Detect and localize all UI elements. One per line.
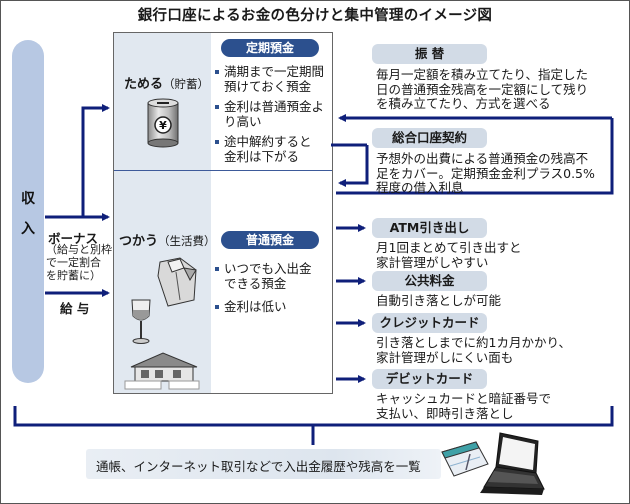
desc-line: 引き落としまでに約1カ月かかり、 — [376, 335, 571, 350]
service-credit-card-desc: 引き落としまでに約1カ月かかり、 家計管理がしにくい面も — [376, 335, 571, 365]
laptop-icon — [480, 432, 545, 495]
spending-label-text: つかう — [119, 234, 159, 249]
desc-line: 足をカバー。定期預金金利プラス0.5% — [376, 165, 595, 181]
section-divider — [114, 170, 332, 171]
bonus-note-line: で一定割合 — [46, 256, 101, 269]
service-debit-card-desc: キャッシュカードと暗証番号で 支払い、即時引き落とし — [376, 391, 552, 421]
shirt-icon — [157, 257, 197, 307]
point-line: 預けておく預金 — [224, 79, 312, 94]
bonus-label: ボーナス — [48, 231, 99, 246]
desc-line: 予想外の出費による普通預金の残高不 — [376, 151, 589, 166]
transfer-return-line — [336, 118, 614, 195]
fixed-deposit-badge: 定期預金 — [221, 39, 319, 57]
overdraft-arrow — [338, 145, 369, 187]
purpose-column — [114, 33, 211, 393]
point-line: 途中解約すると — [224, 134, 312, 149]
income-label-char-2: 入 — [21, 221, 35, 237]
desc-line: 支払い、即時引き落とし — [376, 405, 514, 421]
desc-line: 家計管理がしにくい面も — [376, 349, 514, 365]
desc-line: 月1回まとめて引き出すと — [376, 240, 522, 255]
service-overdraft-label: 総合口座契約 — [372, 128, 487, 148]
service-transfer-label: 振 替 — [372, 44, 487, 64]
service-debit-card-label: デビットカード — [372, 369, 487, 389]
ordinary-deposit-points: いつでも入出金 できる預金 金利は低い — [214, 261, 312, 319]
ordinary-deposit-point: いつでも入出金 できる預金 — [214, 261, 312, 291]
house-icon — [124, 352, 200, 390]
point-line: 金利は下がる — [224, 149, 300, 164]
accounts-box: ためる（貯蓄） ¥ 定期預金 満期まで一定期間 預けておく預金 金利は普通預金よ… — [113, 32, 333, 394]
ordinary-deposit-point: 金利は低い — [214, 299, 312, 314]
fixed-deposit-point: 金利は普通預金よ り高い — [214, 99, 324, 129]
service-atm-label: ATM引き出し — [372, 218, 487, 238]
fixed-deposit-point: 満期まで一定期間 預けておく預金 — [214, 64, 324, 94]
point-line: できる預金 — [224, 276, 287, 291]
income-label-char-1: 収 — [21, 191, 35, 207]
savings-label-text: ためる — [124, 77, 164, 92]
service-utility-label: 公共料金 — [372, 271, 487, 291]
point-line: 金利は普通預金よ — [224, 99, 325, 114]
bonus-note-line: を貯蓄に） — [46, 269, 101, 282]
savings-sublabel: （貯蓄） — [163, 77, 210, 91]
salary-label: 給 与 — [60, 301, 90, 316]
service-atm-desc: 月1回まとめて引き出すと 家計管理がしやすい — [376, 240, 522, 270]
savings-label: ためる（貯蓄） — [124, 73, 209, 92]
svg-text:¥: ¥ — [159, 119, 167, 132]
point-line: 金利は低い — [224, 299, 287, 314]
desc-line: 日の普通預金残高を一定額にして残り — [376, 81, 589, 97]
desc-line: 自動引き落としが可能 — [376, 293, 502, 308]
service-utility-desc: 自動引き落としが可能 — [376, 293, 502, 309]
service-overdraft-desc: 予想外の出費による普通預金の残高不 足をカバー。定期預金金利プラス0.5% 程度… — [376, 151, 595, 196]
point-line: り高い — [224, 114, 262, 129]
service-credit-card-label: クレジットカード — [372, 313, 487, 333]
income-bar: 収 入 — [12, 40, 44, 383]
desc-line: 程度の借入利息 — [376, 180, 464, 195]
overview-text: 通帳、インターネット取引などで入出金履歴や残高を一覧 — [96, 459, 421, 474]
diagram-title: 銀行口座によるお金の色分けと集中管理のイメージ図 — [137, 8, 493, 24]
wine-glass-icon — [131, 299, 151, 344]
desc-line: 毎月一定額を積み立てたり、指定した — [376, 67, 589, 82]
bonus-note: （給与と別枠 で一定割合 を貯蓄に） — [46, 243, 112, 282]
ordinary-deposit-badge: 普通預金 — [221, 231, 319, 249]
spending-label: つかう（生活費） — [119, 230, 216, 249]
point-line: 満期まで一定期間 — [224, 64, 325, 79]
fixed-deposit-points: 満期まで一定期間 預けておく預金 金利は普通預金よ り高い 途中解約すると 金利… — [214, 64, 324, 169]
fixed-deposit-point: 途中解約すると 金利は下がる — [214, 134, 324, 164]
bonus-note-line: （給与と別枠 — [46, 243, 112, 256]
overview-bar — [86, 449, 441, 479]
coin-bank-icon: ¥ — [147, 98, 179, 148]
passbook-icon — [441, 441, 489, 477]
desc-line: を積み立てたり、方式を選べる — [376, 96, 551, 111]
service-transfer-desc: 毎月一定額を積み立てたり、指定した 日の普通預金残高を一定額にして残り を積み立… — [376, 67, 589, 112]
spending-sublabel: （生活費） — [158, 234, 216, 248]
desc-line: 家計管理がしやすい — [376, 254, 489, 270]
bonus-to-savings-arrow — [81, 104, 110, 217]
desc-line: キャッシュカードと暗証番号で — [376, 391, 552, 406]
point-line: いつでも入出金 — [224, 261, 312, 276]
